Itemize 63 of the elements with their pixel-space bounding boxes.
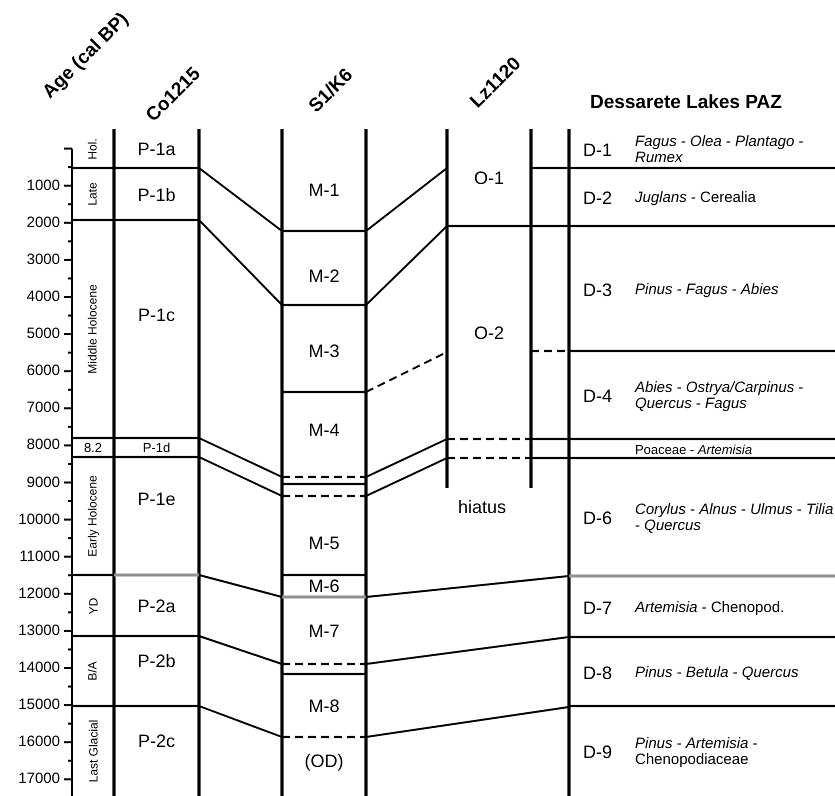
taxa-label: Pinus - Betula - Quercus — [635, 664, 800, 680]
taxa-label: Abies - Ostrya/Carpinus - Quercus - Fagus — [635, 380, 804, 412]
period-label: B/A — [87, 661, 99, 681]
tick-label: 12000 — [17, 586, 60, 601]
tick-label: 9000 — [26, 474, 60, 490]
period-label: Last Glacial — [87, 720, 99, 782]
tick-label: 11000 — [18, 548, 60, 564]
hiatus-label: hiatus — [458, 497, 506, 518]
taxa-label: Pinus - Artemisia - Chenopodiaceae — [635, 736, 759, 768]
tick-label: 10000 — [17, 512, 60, 527]
tick-label: 5000 — [26, 326, 60, 342]
zone-label: M-5 — [308, 534, 340, 552]
zone-label: P-1d — [142, 441, 170, 454]
column-heading: Dessarete Lakes PAZ — [590, 92, 782, 114]
taxa-label: Pinus - Fagus - Abies — [635, 282, 780, 298]
taxa-label: Poaceae - Artemisia — [635, 442, 754, 456]
taxa-label: Fagus - Olea - Plantago - Rumex — [635, 134, 804, 166]
zone-label: D-9 — [582, 743, 614, 761]
zone-label: P-1e — [137, 490, 176, 508]
period-label: Middle Holocene — [87, 284, 99, 374]
zone-label: P-2c — [138, 732, 175, 750]
tick-label: 2000 — [26, 214, 60, 230]
zone-label: M-4 — [308, 421, 340, 439]
tick-label: 13000 — [17, 622, 60, 638]
period-label: Late — [87, 182, 99, 206]
zone-label: P-2a — [137, 596, 176, 614]
zone-label: P-1c — [138, 306, 175, 324]
period-label: Early Holocene — [87, 475, 99, 557]
zone-label: M-7 — [308, 622, 340, 640]
zone-label: D-6 — [582, 509, 614, 527]
zone-label: M-1 — [308, 180, 340, 198]
tick-label: 4000 — [26, 289, 60, 304]
zone-label: M-6 — [308, 577, 340, 595]
tick-label: 1000 — [26, 178, 60, 193]
zone-label: (OD) — [304, 752, 344, 770]
tick-label: 8000 — [26, 437, 60, 452]
period-label: YD — [87, 597, 99, 614]
tick-label: 3000 — [26, 252, 60, 267]
zone-label: D-1 — [582, 140, 614, 158]
tick-label: 6000 — [26, 363, 60, 378]
tick-label: 17000 — [17, 771, 60, 786]
zone-label: D-3 — [582, 280, 614, 298]
tick-label: 15000 — [17, 697, 60, 712]
zone-label: M-2 — [308, 266, 340, 284]
taxa-label: Artemisia - Chenopod. — [635, 600, 786, 616]
tick-label: 14000 — [17, 660, 60, 675]
taxa-label: Juglans - Cerealia — [635, 190, 757, 206]
zone-label: P-1a — [137, 140, 176, 158]
zone-label: D-7 — [582, 598, 614, 616]
zone-label: D-4 — [582, 387, 614, 405]
period-label: 8.2 — [84, 441, 102, 454]
taxa-label: Corylus - Alnus - Ulmus - Tilia - Quercus — [635, 502, 834, 534]
zone-label: M-3 — [308, 342, 340, 360]
zone-label: M-8 — [308, 696, 340, 714]
zone-label: O-1 — [474, 168, 504, 186]
tick-label: 7000 — [26, 400, 60, 416]
period-label: Hol. — [87, 138, 99, 160]
zone-label: P-1b — [137, 186, 176, 204]
tick-label: 16000 — [17, 734, 60, 750]
zone-label: D-8 — [582, 664, 614, 682]
zone-label: O-2 — [474, 324, 504, 342]
zone-label: P-2b — [137, 652, 176, 670]
zone-label: D-2 — [582, 189, 614, 207]
